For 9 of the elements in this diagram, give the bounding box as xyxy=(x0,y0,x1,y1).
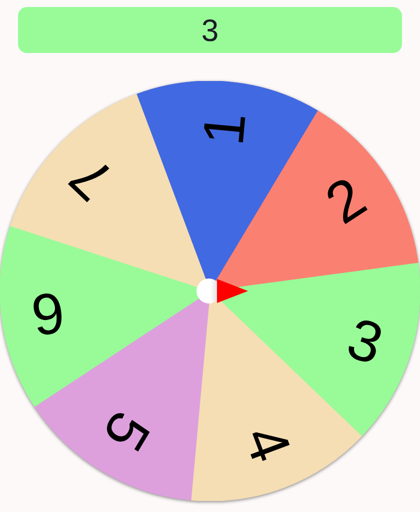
segment-number: 6 xyxy=(28,282,68,344)
result-value: 3 xyxy=(201,14,219,46)
segment-number: 1 xyxy=(194,110,256,148)
segment-number: 2 xyxy=(316,168,376,234)
segment-number: 4 xyxy=(234,418,300,469)
segment-number: 5 xyxy=(93,402,160,460)
result-bar xyxy=(18,7,402,53)
segment-number: 7 xyxy=(60,146,124,210)
segment-number: 3 xyxy=(340,309,390,374)
